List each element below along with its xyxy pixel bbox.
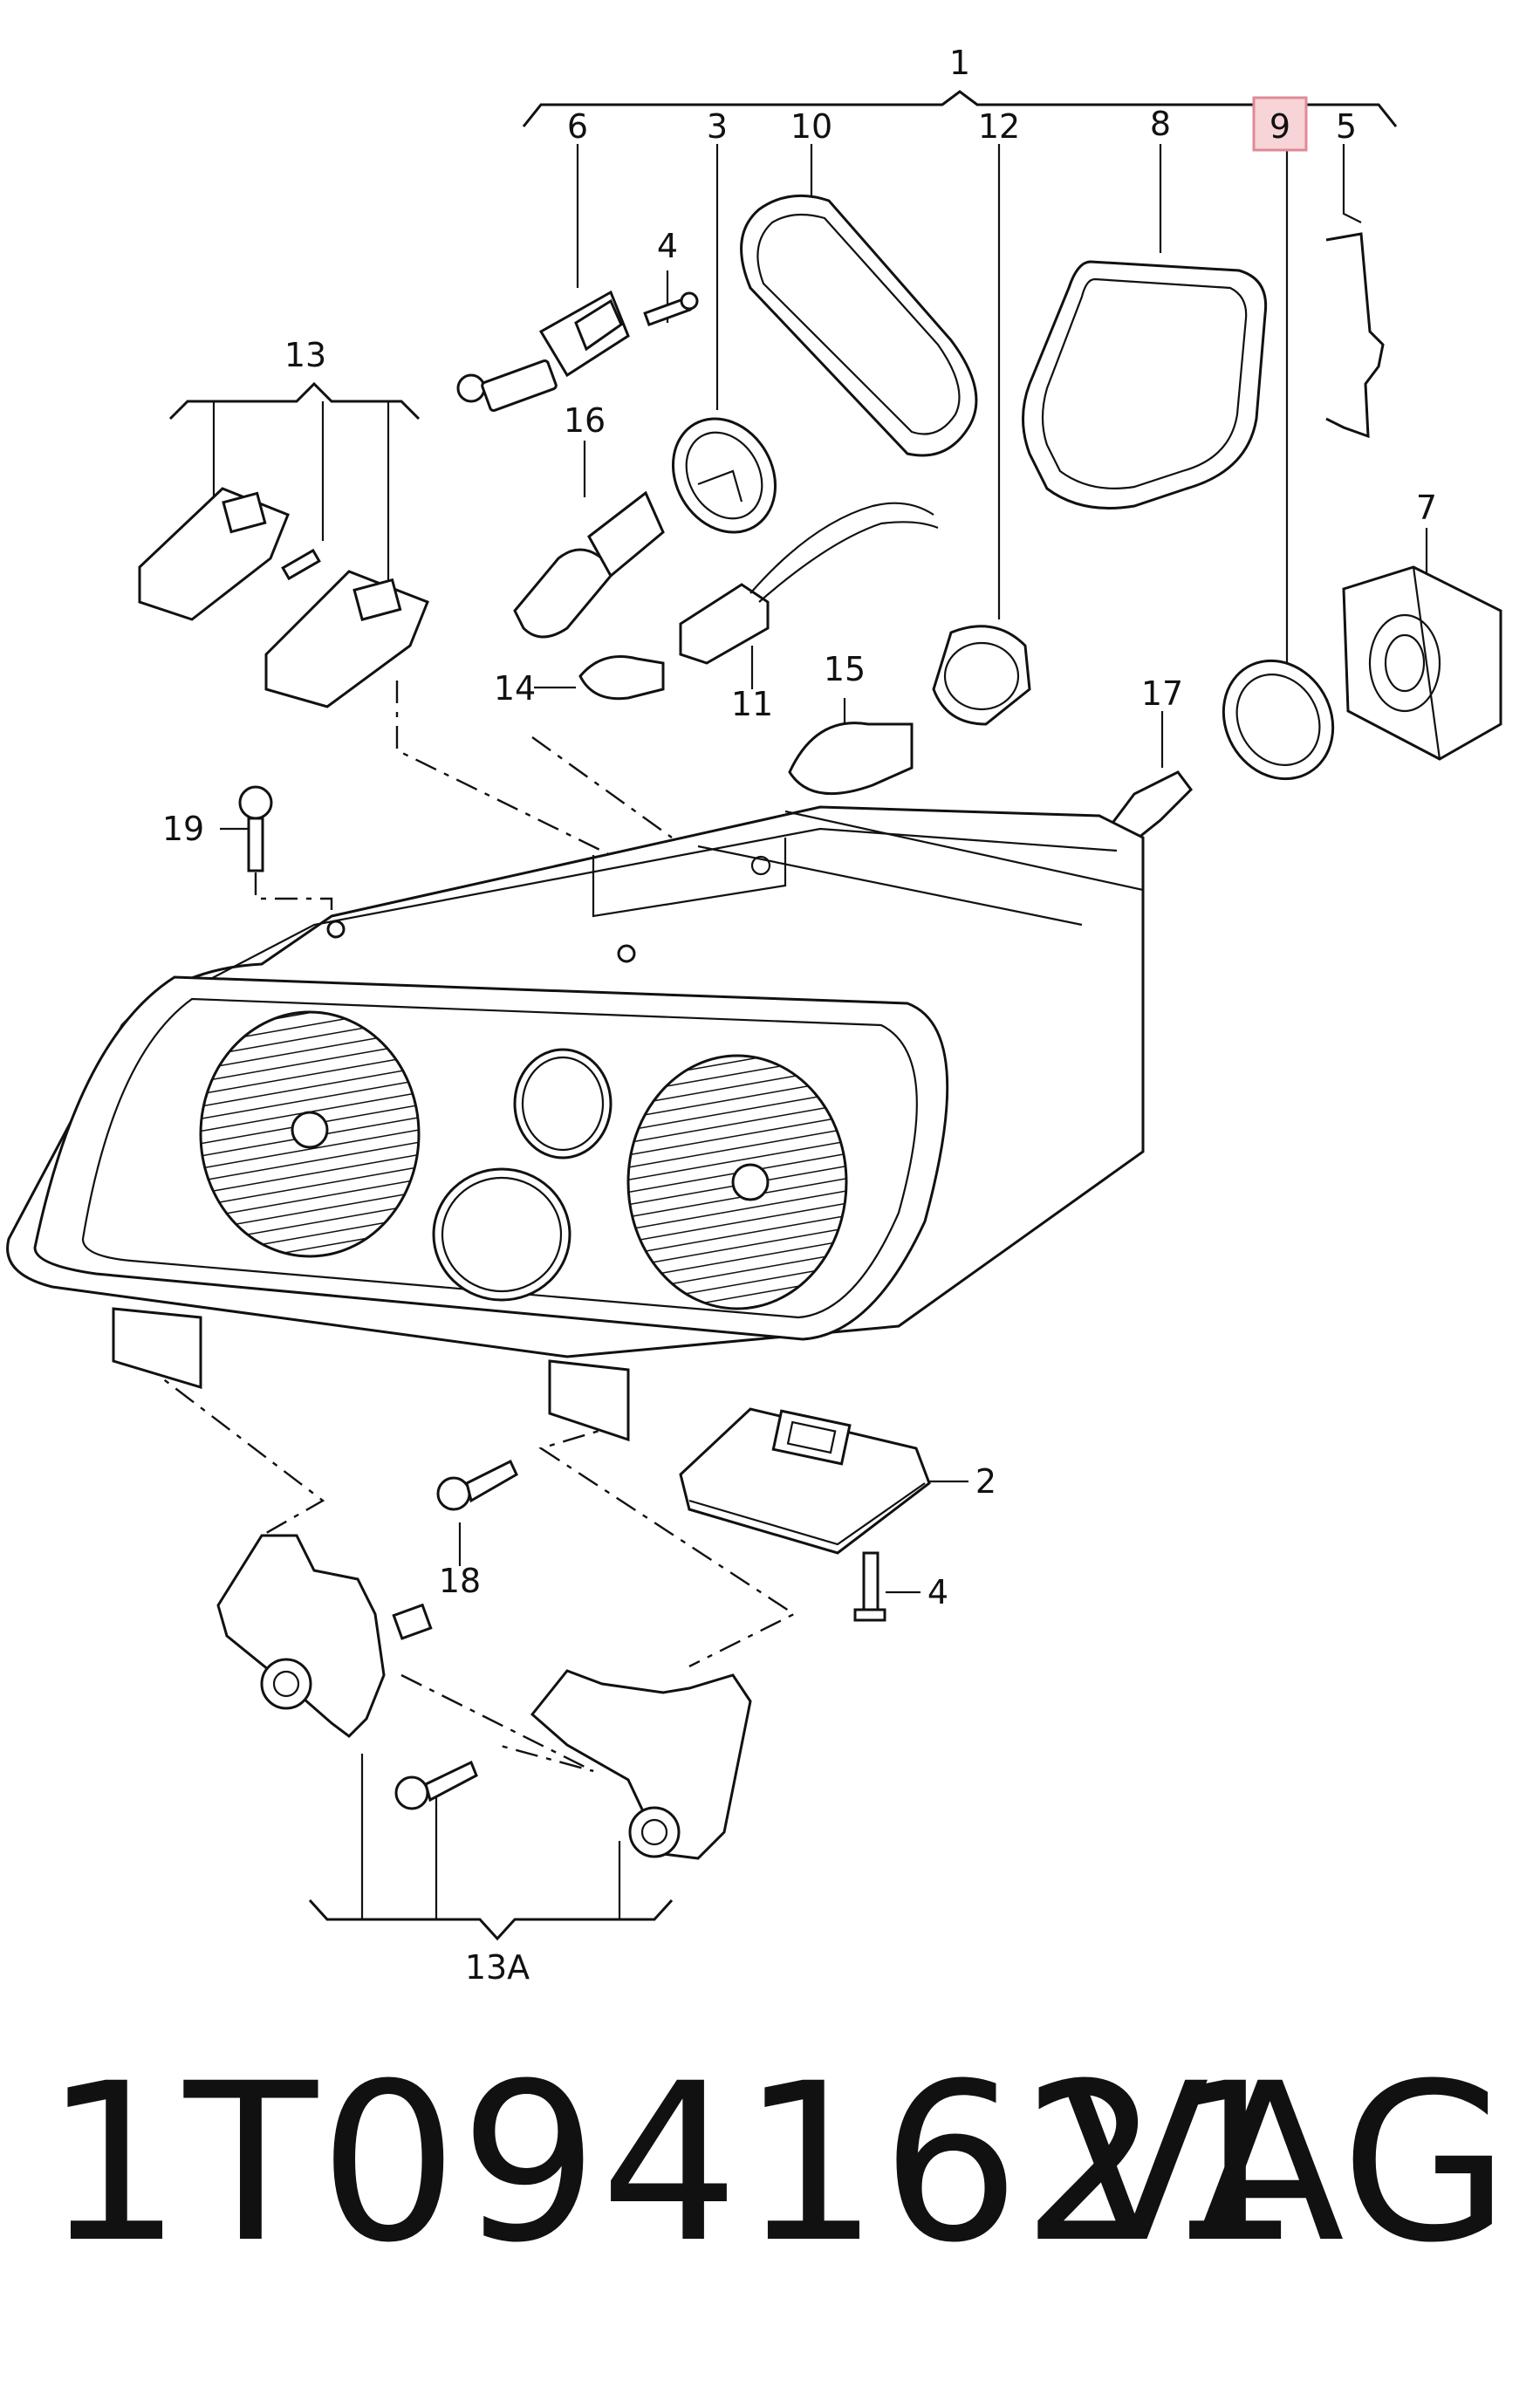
brand-name: VAG [1060, 2036, 1510, 2290]
callout-4-top: 4 [657, 227, 678, 265]
callout-12: 12 [978, 107, 1020, 146]
callout-labels: 1 6 3 10 12 8 9 5 4 13 16 7 14 15 11 17 … [162, 44, 1437, 1987]
callout-7: 7 [1416, 489, 1437, 527]
gasket-part-8 [1022, 260, 1268, 510]
callout-10: 10 [790, 107, 832, 146]
connector-part-13 [138, 487, 429, 708]
callout-8: 8 [1150, 105, 1171, 143]
small-bulb-part-14 [578, 655, 665, 701]
socket-part-7 [1342, 565, 1502, 761]
assembly-bracket-13 [168, 381, 421, 611]
cap-part-3 [671, 417, 777, 534]
highlight-box-9 [1252, 96, 1308, 152]
callout-2: 2 [975, 1462, 996, 1501]
headlight-housing [6, 805, 1145, 1442]
callout-5: 5 [1336, 107, 1357, 146]
callout-16: 16 [564, 401, 606, 440]
gasket-part-10 [740, 194, 978, 457]
screw-part-13a [394, 1760, 478, 1810]
screw-part-18 [436, 1459, 518, 1511]
callout-9: 9 [1270, 107, 1290, 146]
callout-15: 15 [824, 650, 866, 688]
leader-lines [220, 144, 1428, 1594]
callout-4-bottom: 4 [927, 1573, 948, 1611]
callout-6: 6 [567, 107, 588, 146]
screw-part-4-bottom [853, 1551, 886, 1622]
bulb-holder-part-6 [456, 290, 630, 413]
part-info-footer: 1T0941621 VAG [0, 2033, 1533, 2295]
headlight-exploded-diagram: 1 6 3 10 12 8 9 5 4 13 16 7 14 15 11 17 … [6, 44, 1502, 1987]
callout-17: 17 [1141, 674, 1183, 713]
screw-part-4-top [643, 291, 699, 327]
callout-1: 1 [949, 44, 970, 82]
callout-14: 14 [494, 669, 536, 708]
bracket-part-13a-left [216, 1534, 433, 1738]
callout-13: 13 [284, 336, 326, 374]
spring-clip-part-5 [1325, 232, 1385, 439]
wiring-part-11 [679, 502, 939, 665]
assembly-bracket-1 [522, 90, 1398, 127]
assembly-bracket-13a [308, 1754, 674, 1941]
bulb-part-16 [513, 490, 665, 639]
holder-part-12 [932, 625, 1031, 726]
callout-18: 18 [439, 1562, 481, 1600]
bracket-part-13a-right [530, 1669, 752, 1860]
callout-13a: 13A [465, 1948, 530, 1987]
bulb-part-15 [788, 722, 914, 796]
cap-part-9 [1222, 659, 1335, 781]
screw-part-19 [238, 785, 273, 872]
part-number: 1T0941621 [44, 2036, 1304, 2290]
callout-11: 11 [731, 685, 773, 723]
callout-3: 3 [707, 107, 728, 146]
ballast-part-2 [679, 1407, 931, 1555]
callout-19: 19 [162, 810, 204, 848]
